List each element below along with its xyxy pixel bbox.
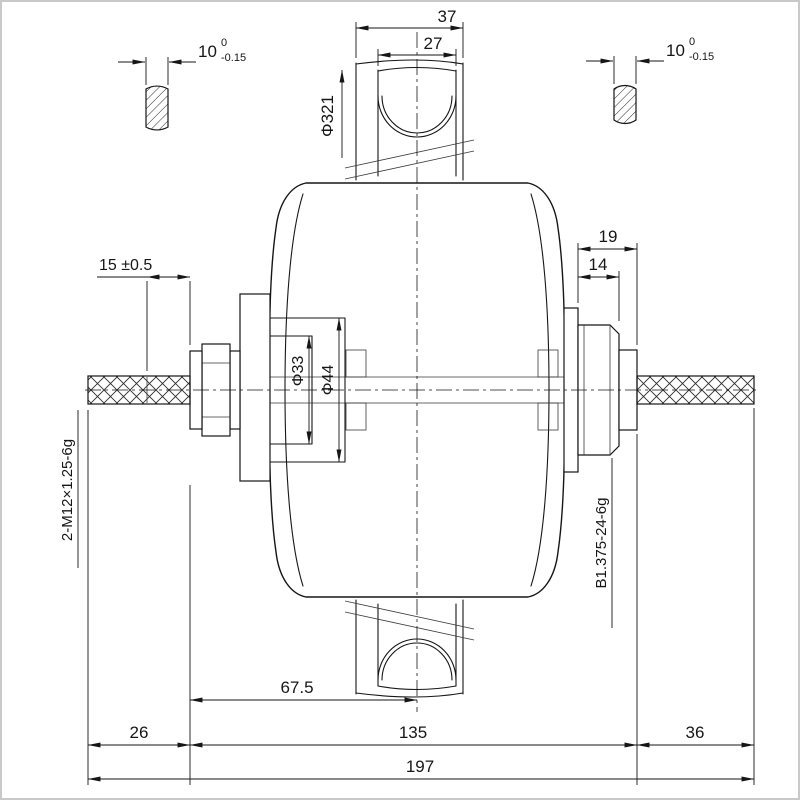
dim-left-offset-15: 15 ±0.5	[97, 257, 191, 371]
rim-inner-walls-bottom	[377, 603, 457, 687]
dim-text-197: 197	[406, 757, 434, 776]
axle-cross-section-left	[145, 85, 169, 131]
rim-well-inner-bottom	[381, 642, 453, 681]
dim-text-135: 135	[399, 723, 427, 742]
dim-text-14: 14	[589, 255, 608, 274]
motor-body	[268, 182, 566, 598]
dim-rim-diameter-321: Φ321	[318, 69, 345, 158]
wheel-rim-top	[344, 59, 475, 181]
dim-overall-197: 197	[87, 757, 755, 782]
break-lines-top	[344, 139, 475, 180]
dim-bottom-chain: 26 135 36	[87, 408, 755, 785]
dim-right-inner-14: 14	[577, 255, 620, 321]
dim-text-10-right: 10	[666, 41, 685, 60]
dim-left-across-flats-10: 10 0 -0.15	[118, 37, 246, 85]
dim-rim-outer-37: 37	[355, 7, 464, 58]
dim-text-phi44: Φ44	[320, 365, 337, 396]
label-left-axle-thread: 2-M12×1.25-6g	[59, 410, 79, 568]
rim-well-outer-top	[377, 95, 457, 138]
dim-text-10-left: 10	[198, 42, 217, 61]
label-right-freewheel-thread: B1.375-24-6g	[593, 458, 613, 628]
rim-outer-walls-bottom	[355, 599, 464, 695]
dim-text-10-right-upper: 0	[689, 36, 695, 48]
bearing-left-top	[345, 349, 367, 378]
thread-spec-right: B1.375-24-6g	[593, 498, 610, 589]
dim-right-outer-19: 19	[577, 227, 638, 345]
rim-outer-walls-top	[355, 62, 464, 181]
dim-text-37: 37	[438, 7, 457, 26]
dim-text-10-left-upper: 0	[221, 37, 227, 49]
dim-hub-boss-44: Φ44	[320, 317, 342, 463]
dim-text-27: 27	[424, 34, 443, 53]
dim-text-10-right-lower: -0.15	[689, 51, 714, 63]
dim-text-10-left-lower: -0.15	[221, 52, 246, 64]
dim-text-phi321: Φ321	[318, 95, 337, 137]
dim-text-67-5: 67.5	[280, 678, 313, 697]
dim-text-26: 26	[130, 723, 149, 742]
bearing-right-bottom	[537, 402, 559, 431]
bearing-right-top	[537, 349, 559, 378]
left-nut-flats	[202, 362, 230, 418]
axle-cross-section-right	[613, 84, 637, 125]
break-lines-bottom	[344, 600, 475, 641]
dim-text-19: 19	[599, 227, 618, 246]
dim-right-across-flats-10: 10 0 -0.15	[586, 36, 714, 84]
dim-rim-inner-27: 27	[377, 34, 457, 66]
rim-outer-edge-bottom	[355, 692, 464, 698]
wheel-rim-bottom	[344, 599, 475, 698]
dim-text-36: 36	[686, 723, 705, 742]
centerlines	[85, 32, 758, 712]
left-axle-assembly	[87, 293, 271, 482]
rim-inner-walls-top	[377, 69, 457, 177]
dim-center-to-locknut-67-5: 67.5	[189, 485, 418, 785]
rim-outer-edge-top	[355, 59, 464, 65]
dim-text-15: 15 ±0.5	[99, 257, 152, 274]
thread-spec-left: 2-M12×1.25-6g	[59, 439, 76, 541]
left-flange	[239, 293, 271, 482]
dim-hub-bore-33: Φ33	[290, 335, 312, 445]
rim-well-inner-top	[381, 95, 453, 134]
bearing-left-bottom	[345, 402, 367, 431]
dim-text-phi33: Φ33	[290, 356, 307, 387]
hub-boss-44	[269, 317, 346, 463]
